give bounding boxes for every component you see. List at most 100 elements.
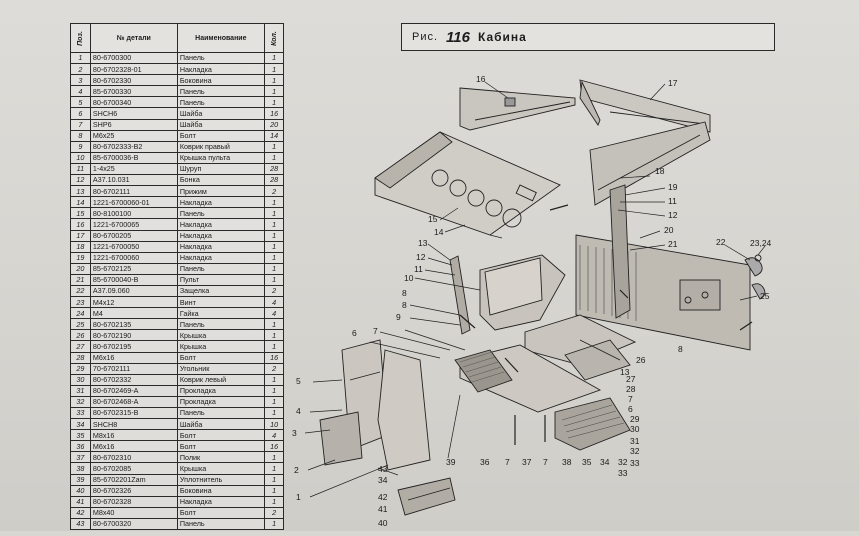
callout-28: 28 [626, 384, 636, 394]
cell-part-number: 80-6702468-А [89, 395, 178, 409]
callout-12b: 12 [416, 252, 426, 262]
cell-part-number: 85-6700330 [89, 85, 178, 98]
cell-part-number: 80-6702085 [89, 462, 178, 475]
cell-part-number: 80-6702332 [89, 373, 178, 386]
callout-13a: 13 [418, 238, 428, 248]
callout-7a: 7 [373, 326, 378, 336]
cell-part-number: 80-6702195 [89, 340, 178, 353]
cell-part-number: 1-4x25 [89, 162, 178, 176]
dashboard-panel-14-15 [374, 131, 561, 239]
callout-32: 32 [630, 446, 640, 456]
cell-pos: 16 [70, 218, 91, 231]
cell-part-number: 80-6700205 [89, 229, 178, 242]
cell-part-number: 80-6702135 [89, 318, 178, 331]
callout-6b: 6 [628, 404, 633, 414]
cell-part-number: 80-6702328 [89, 495, 178, 508]
cell-name: Шайба [176, 107, 265, 120]
callout-11a: 11 [668, 196, 677, 206]
cell-qty: 1 [263, 196, 285, 209]
callout-8b: 8 [402, 300, 407, 310]
cell-pos: 24 [70, 307, 91, 320]
callout-39: 39 [446, 457, 456, 467]
cell-pos: 31 [70, 384, 91, 397]
cell-qty: 4 [263, 296, 285, 309]
callout-22: 22 [716, 237, 726, 247]
cell-part-number: А37.09.060 [89, 284, 178, 298]
floor-37 [454, 344, 602, 413]
callout-43: 43 [378, 464, 388, 474]
cell-name: Винт [176, 296, 265, 309]
cell-part-number: 80-6700340 [89, 96, 178, 109]
side-panel-17 [579, 79, 711, 133]
callout-8a: 8 [402, 288, 407, 298]
cell-name: Накладка [176, 63, 265, 76]
cell-part-number: 80-6702326 [89, 484, 178, 497]
callout-7b: 7 [628, 394, 633, 404]
callout-37: 37 [522, 457, 532, 467]
callout-1: 1 [296, 492, 301, 502]
exploded-cab-drawing: 16 17 18 19 11 12 20 21 22 23,24 25 15 1… [280, 60, 859, 531]
cell-name: Накладка [176, 196, 265, 209]
cell-pos: 37 [70, 451, 91, 464]
cell-qty: 1 [263, 63, 285, 76]
cell-qty: 1 [263, 85, 285, 98]
callout-12a: 12 [668, 210, 678, 220]
cell-pos: 40 [70, 484, 91, 497]
cell-pos: 11 [70, 162, 91, 176]
cell-pos: 6 [70, 107, 91, 120]
callout-42: 42 [378, 492, 388, 502]
cell-name: Крышка [176, 462, 265, 475]
callout-21: 21 [668, 239, 678, 249]
console-20-21 [575, 184, 751, 351]
cell-name: Шайба [176, 118, 265, 131]
cell-qty: 1 [263, 273, 285, 286]
callout-36: 36 [480, 457, 490, 467]
callout-27: 27 [626, 374, 636, 384]
cell-part-number: 85-6702125 [89, 262, 178, 275]
cell-part-number: 80-6702310 [89, 451, 178, 464]
cell-part-number: 80-8100100 [89, 207, 178, 220]
cell-pos: 10 [70, 151, 91, 164]
figure-header: Рис. 116 Кабина [401, 23, 775, 51]
callout-33b: 33 [618, 468, 628, 478]
cell-part-number: 80-6702333-В2 [89, 140, 178, 153]
cell-pos: 26 [70, 329, 91, 342]
callout-40: 40 [378, 518, 388, 528]
cell-name: Гайка [176, 307, 265, 320]
cell-pos: 4 [70, 85, 91, 98]
cell-pos: 27 [70, 340, 91, 353]
callout-26: 26 [636, 355, 646, 365]
cell-name: Крышка пульта [176, 151, 265, 164]
parts-table-header: Поз. № детали Наименование Кол. [70, 23, 285, 53]
cell-qty: 4 [263, 429, 285, 442]
cell-part-number: M6x16 [89, 351, 178, 364]
callout-6a: 6 [352, 328, 357, 338]
cell-part-number: SHCH8 [89, 418, 178, 431]
cell-pos: 8 [70, 129, 91, 142]
callout-2: 2 [294, 465, 299, 475]
cell-name: Болт [176, 440, 265, 453]
cell-name: Прокладка [176, 384, 265, 397]
cell-pos: 38 [70, 462, 91, 475]
cell-name: Коврик правый [176, 140, 265, 153]
cell-name: Панель [176, 262, 265, 275]
cell-name: Панель [176, 85, 265, 98]
